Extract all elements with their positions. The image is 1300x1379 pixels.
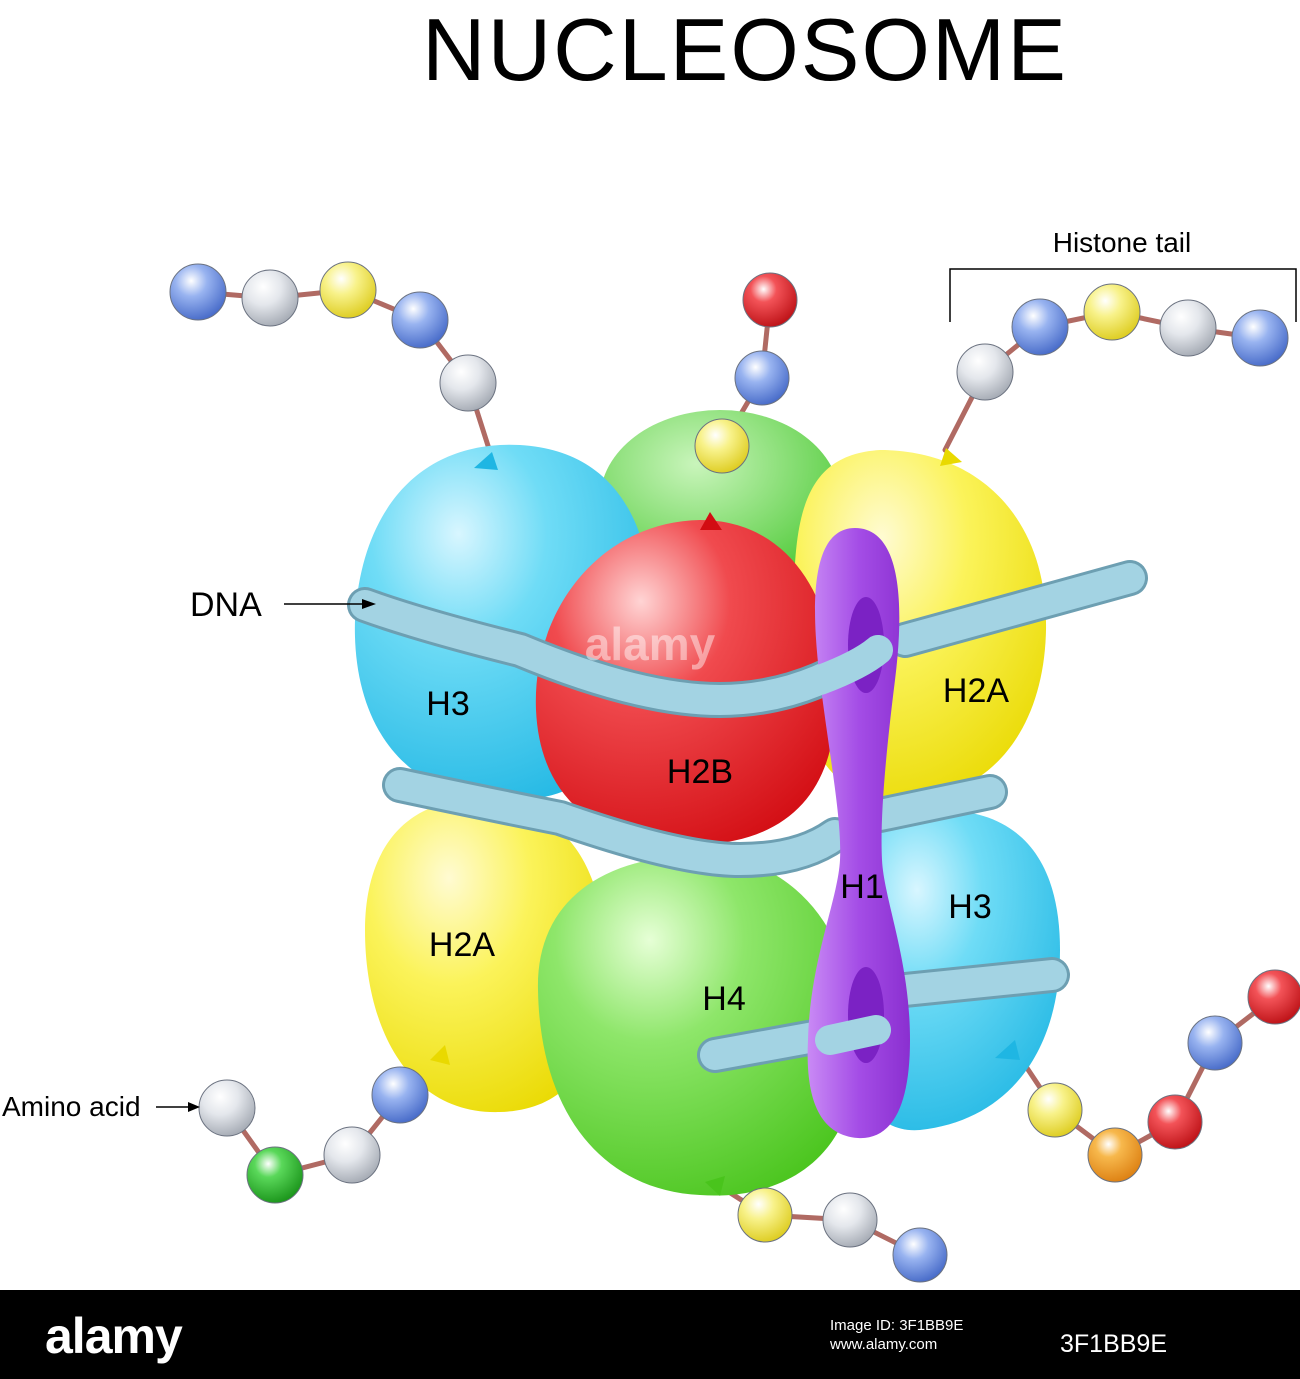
bead [734, 350, 790, 406]
bead [198, 1079, 256, 1137]
bead [391, 291, 449, 349]
bead [1087, 1127, 1143, 1183]
watermark: alamy [585, 618, 716, 670]
bead [1147, 1094, 1203, 1150]
bead [169, 263, 227, 321]
histone-h4 [537, 854, 858, 1196]
footer-meta-line2: www.alamy.com [830, 1336, 938, 1353]
label-dna: DNA [190, 586, 262, 624]
amino-acid-beads [169, 261, 1300, 1283]
bead [241, 269, 299, 327]
label-h3-top: H3 [426, 685, 469, 723]
dna-strand [347, 560, 1148, 1073]
bead [1027, 1082, 1083, 1138]
footer-logo: alamy [45, 1308, 183, 1364]
label-h1: H1 [840, 868, 883, 906]
bead [439, 354, 497, 412]
tail-chain-bottom-center [707, 1177, 923, 1258]
bead [892, 1227, 948, 1283]
label-h3-bottom: H3 [948, 888, 991, 926]
label-h4: H4 [702, 980, 745, 1018]
bead [822, 1192, 878, 1248]
bead [319, 261, 377, 319]
page-title: NUCLEOSOME [422, 0, 1068, 99]
label-histone-tail: Histone tail [1053, 227, 1192, 258]
bead [246, 1146, 304, 1204]
amino-acid-pointer-arrowhead [188, 1102, 200, 1112]
dna-pointer-arrowhead [362, 599, 376, 609]
footer-meta: Image ID: 3F1BB9E www.alamy.com [830, 1316, 963, 1354]
label-h2a-bottom: H2A [429, 926, 495, 964]
bead [1231, 309, 1289, 367]
bead [742, 272, 798, 328]
bead [694, 418, 750, 474]
bead [371, 1066, 429, 1124]
bead [1083, 283, 1141, 341]
histone-tail-bracket [949, 268, 1297, 322]
bead [1159, 299, 1217, 357]
bead [1247, 969, 1300, 1025]
bead [323, 1126, 381, 1184]
bead [737, 1187, 793, 1243]
bead [956, 343, 1014, 401]
bead [1187, 1015, 1243, 1071]
footer-image-id: 3F1BB9E [1060, 1330, 1168, 1358]
footer-bar [0, 1290, 1300, 1379]
footer-meta-line1: Image ID: 3F1BB9E [830, 1317, 964, 1334]
histone-h1 [805, 528, 910, 1139]
label-amino-acid: Amino acid [2, 1091, 141, 1122]
bead [1011, 298, 1069, 356]
label-h2a-top: H2A [943, 672, 1009, 710]
label-h2b: H2B [667, 753, 733, 791]
